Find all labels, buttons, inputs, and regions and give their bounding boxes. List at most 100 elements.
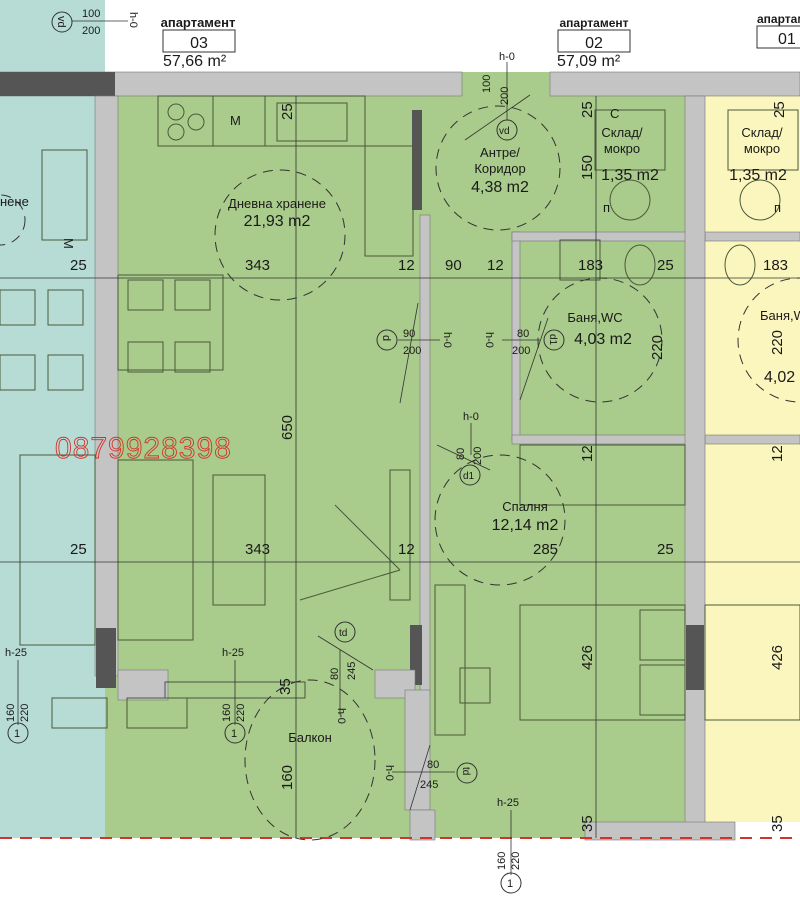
svg-text:35: 35 <box>769 815 786 832</box>
dimension-row-2: 25 343 12 285 25 <box>70 541 674 558</box>
svg-text:25: 25 <box>70 541 87 558</box>
svg-text:245: 245 <box>420 779 438 791</box>
svg-text:h-0: h-0 <box>335 708 347 724</box>
svg-text:1: 1 <box>14 728 20 740</box>
room-balcony-name: Балкон <box>288 730 332 745</box>
svg-text:650: 650 <box>279 415 296 440</box>
outside-left <box>0 838 105 919</box>
svg-text:h-0: h-0 <box>499 51 515 63</box>
room-bath-name: Баня,WC <box>567 310 622 325</box>
svg-text:h-25: h-25 <box>5 647 27 659</box>
room-hall-name-2: Коридор <box>474 161 525 176</box>
svg-text:80: 80 <box>517 328 529 340</box>
svg-text:200: 200 <box>82 25 100 37</box>
svg-text:285: 285 <box>533 541 558 558</box>
room-bedroom-area: 12,14 m2 <box>492 517 559 534</box>
svg-text:90: 90 <box>445 257 462 274</box>
svg-text:h-0: h-0 <box>383 765 395 781</box>
svg-text:200: 200 <box>403 345 421 357</box>
room-living-name: Дневна хранене <box>228 196 326 211</box>
svg-text:d1: d1 <box>463 471 475 482</box>
door-bedroom: h-0 80 200 d1 <box>436 411 491 486</box>
svg-text:25: 25 <box>279 103 296 120</box>
room-storage-name-2: мокро <box>604 141 640 156</box>
apartment-01-label: апартамент 01 <box>756 12 800 49</box>
svg-text:12: 12 <box>398 541 415 558</box>
svg-text:03: 03 <box>190 35 208 52</box>
room-storage-area: 1,35 m2 <box>601 167 659 184</box>
room-hall-name: Антре/ <box>480 145 520 160</box>
svg-text:1: 1 <box>507 878 513 890</box>
svg-text:02: 02 <box>585 35 603 52</box>
svg-text:57,66 m²: 57,66 m² <box>163 53 227 70</box>
apartment-03-area <box>105 72 690 840</box>
svg-text:25: 25 <box>579 101 596 118</box>
svg-text:апартамент: апартамент <box>757 12 800 26</box>
svg-text:vd: vd <box>55 16 67 28</box>
svg-text:апартамент: апартамент <box>161 15 236 30</box>
svg-text:426: 426 <box>579 645 596 670</box>
svg-text:160: 160 <box>279 765 296 790</box>
room-left-partial-name: нене <box>0 194 29 209</box>
svg-text:1: 1 <box>231 728 237 740</box>
vertical-dimensions: 650 25 25 150 25 220 220 12 12 426 426 3… <box>277 101 788 832</box>
svg-text:220: 220 <box>235 704 247 722</box>
furniture <box>0 95 800 736</box>
svg-text:200: 200 <box>512 345 530 357</box>
apartment-03-label: апартамент 03 57,66 m² <box>161 15 236 70</box>
svg-text:160: 160 <box>5 704 17 722</box>
apartment-02-label: апартамент 02 57,09 m² <box>557 16 631 70</box>
room-storage-right-name-2: мокро <box>744 141 780 156</box>
svg-text:12: 12 <box>769 445 786 462</box>
svg-text:vd: vd <box>499 126 510 137</box>
svg-text:80: 80 <box>329 668 341 680</box>
window-left: h-25 160 220 1 <box>5 647 31 744</box>
svg-text:160: 160 <box>221 704 233 722</box>
left-kitchen-mark: М <box>61 238 76 249</box>
svg-text:25: 25 <box>70 257 87 274</box>
door-bath: h-0 80 200 d1 <box>483 317 565 401</box>
svg-text:220: 220 <box>19 704 31 722</box>
storage-mark: С <box>610 106 619 121</box>
svg-text:td: td <box>460 767 471 775</box>
svg-text:h-0: h-0 <box>127 12 139 28</box>
door-living: d 90 200 h-0 <box>376 302 453 404</box>
storage-right-p: п <box>774 200 781 215</box>
svg-text:183: 183 <box>578 257 603 274</box>
svg-text:25: 25 <box>657 541 674 558</box>
svg-text:35: 35 <box>579 815 596 832</box>
svg-text:150: 150 <box>579 155 596 180</box>
svg-text:245: 245 <box>346 662 358 680</box>
svg-text:200: 200 <box>499 87 511 105</box>
apartment-left-top <box>0 0 105 72</box>
svg-text:160: 160 <box>496 852 508 870</box>
door-balcony-living: td 80 245 h-0 <box>317 621 374 724</box>
room-bath-right-name: Баня,W <box>760 308 800 323</box>
svg-text:343: 343 <box>245 541 270 558</box>
door-balcony-bedroom: h-0 80 245 td <box>383 744 478 811</box>
svg-text:220: 220 <box>649 335 666 360</box>
svg-text:h-0: h-0 <box>441 332 453 348</box>
dimension-row-1: 25 343 12 90 12 183 25 183 <box>70 257 788 274</box>
svg-text:12: 12 <box>579 445 596 462</box>
room-bath-right-area: 4,02 <box>764 369 795 386</box>
svg-text:td: td <box>339 628 347 639</box>
svg-text:12: 12 <box>487 257 504 274</box>
door-entry: h-0 100 200 vd <box>464 51 531 141</box>
room-bath-area: 4,03 m2 <box>574 331 632 348</box>
outside <box>105 838 800 919</box>
room-storage-name: Склад/ <box>601 125 643 140</box>
window-bedroom: h-25 160 220 1 <box>496 797 522 894</box>
storage-p: п <box>603 200 610 215</box>
dimension-lines <box>0 96 800 838</box>
svg-text:220: 220 <box>769 330 786 355</box>
svg-text:12: 12 <box>398 257 415 274</box>
svg-text:200: 200 <box>472 447 484 465</box>
svg-text:01: 01 <box>778 31 796 48</box>
svg-text:d: d <box>380 335 392 341</box>
svg-text:h-25: h-25 <box>497 797 519 809</box>
kitchen-mark: М <box>230 113 241 128</box>
svg-text:80: 80 <box>427 759 439 771</box>
svg-text:25: 25 <box>657 257 674 274</box>
